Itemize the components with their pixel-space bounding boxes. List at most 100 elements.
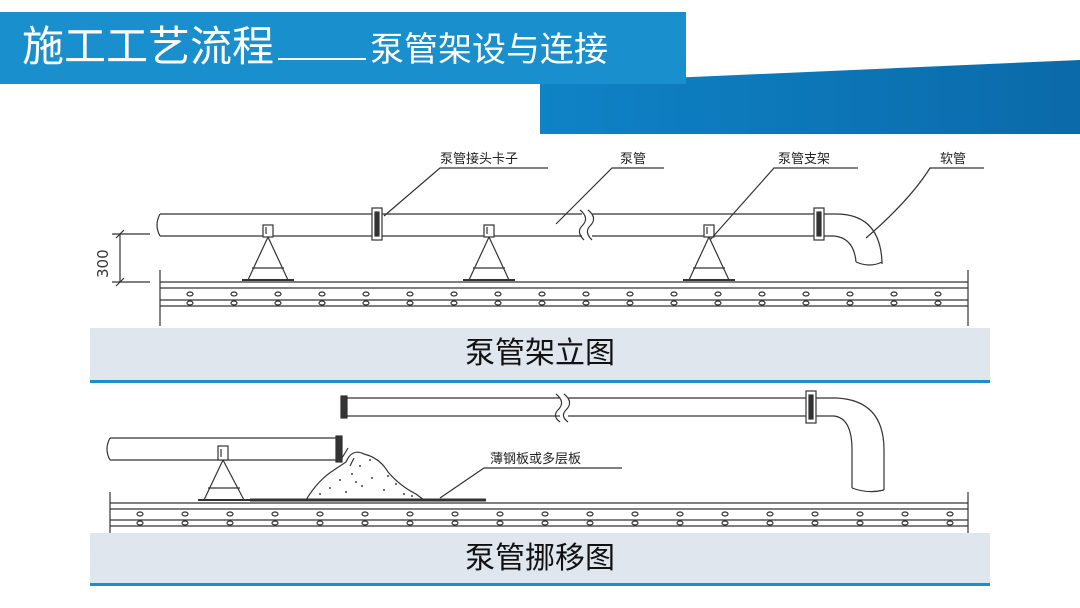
slab-hole <box>361 511 369 517</box>
slab-hole <box>714 291 722 297</box>
slab-hole <box>586 511 594 517</box>
slab-hole <box>494 291 502 297</box>
header-band <box>0 12 686 84</box>
slab-hole <box>676 511 684 517</box>
label-support: 泵管支架 <box>778 152 830 167</box>
slab-hole <box>362 291 370 297</box>
slab-hole <box>496 511 504 517</box>
label-pipe: 泵管 <box>620 152 646 167</box>
floor-slab-lower <box>109 492 969 534</box>
speckle <box>359 465 361 467</box>
slab-hole <box>670 291 678 297</box>
dimension-label: 300 <box>94 249 112 278</box>
pump-pipe-upper <box>156 207 883 266</box>
concrete-speckles <box>319 459 413 497</box>
speckle <box>351 473 353 475</box>
speckle <box>371 477 373 479</box>
slab-hole <box>802 291 810 297</box>
slab-holes-lower <box>136 511 954 526</box>
slab-hole <box>230 300 238 306</box>
slab-hole <box>318 300 326 306</box>
speckle <box>387 475 389 477</box>
slab-hole <box>186 300 194 306</box>
slab-hole <box>890 300 898 306</box>
pipe-support-3 <box>683 224 735 281</box>
slab-hole <box>541 511 549 517</box>
speckle <box>319 493 321 495</box>
speckle <box>361 485 363 487</box>
slab-hole <box>450 300 458 306</box>
caption-elevation-text: 泵管架立图 <box>465 336 615 371</box>
title-main: 施工工艺流程 <box>22 22 275 71</box>
label-plate: 薄钢板或多层板 <box>490 451 581 467</box>
slab-hole <box>631 520 639 526</box>
slab-hole <box>406 291 414 297</box>
slab-hole <box>450 291 458 297</box>
pump-pipe-moving <box>340 390 885 493</box>
speckle <box>383 489 385 491</box>
slab-hole <box>901 520 909 526</box>
speckle <box>329 487 331 489</box>
caption-relocation-text: 泵管挪移图 <box>465 541 615 576</box>
speckle <box>403 493 405 495</box>
slab-hole <box>451 511 459 517</box>
slab-hole <box>631 511 639 517</box>
page-title: 施工工艺流程 泵管架设与连接 <box>22 18 608 76</box>
slab-hole <box>494 300 502 306</box>
label-hose: 软管 <box>940 152 966 167</box>
slab-hole <box>274 300 282 306</box>
slab-hole <box>721 520 729 526</box>
leader-lines-lower <box>439 467 622 499</box>
slab-hole <box>406 511 414 517</box>
slab-hole <box>946 511 954 517</box>
label-coupler: 泵管接头卡子 <box>440 151 518 167</box>
pipe-support-1 <box>242 224 294 281</box>
slab-hole <box>136 520 144 526</box>
speckle <box>411 495 413 497</box>
pump-pipe-remaining <box>106 435 343 501</box>
slab-hole <box>226 511 234 517</box>
slab-hole <box>406 520 414 526</box>
slab-hole <box>136 511 144 517</box>
slab-hole <box>626 291 634 297</box>
slab-hole <box>230 291 238 297</box>
slab-hole <box>582 300 590 306</box>
slab-hole <box>538 291 546 297</box>
slab-hole <box>586 520 594 526</box>
slab-hole <box>846 300 854 306</box>
slab-hole <box>538 300 546 306</box>
slab-hole <box>271 520 279 526</box>
slab-hole <box>890 291 898 297</box>
slab-hole <box>362 300 370 306</box>
speckle <box>339 479 341 481</box>
concrete-pile <box>304 447 426 501</box>
slab-hole <box>406 300 414 306</box>
slab-hole <box>496 520 504 526</box>
slab-hole <box>226 520 234 526</box>
floor-slab-upper <box>159 270 969 326</box>
slab-hole <box>721 511 729 517</box>
slab-hole <box>802 300 810 306</box>
caption-elevation: 泵管架立图 <box>90 328 990 383</box>
slab-hole <box>758 291 766 297</box>
slab-hole <box>856 520 864 526</box>
leader-lines-upper <box>383 167 984 241</box>
slab-hole <box>541 520 549 526</box>
slab-hole <box>766 520 774 526</box>
slab-hole <box>811 511 819 517</box>
slab-hole <box>271 511 279 517</box>
slab-hole <box>946 520 954 526</box>
slab-hole <box>766 511 774 517</box>
slab-hole <box>582 291 590 297</box>
title-sub: 泵管架设与连接 <box>370 30 609 70</box>
slab-hole <box>934 300 942 306</box>
slab-hole <box>316 511 324 517</box>
speckle <box>345 491 347 493</box>
slab-hole <box>856 511 864 517</box>
slab-hole <box>676 520 684 526</box>
speckle <box>369 459 371 461</box>
slab-hole <box>181 511 189 517</box>
slab-hole <box>451 520 459 526</box>
slab-hole <box>361 520 369 526</box>
